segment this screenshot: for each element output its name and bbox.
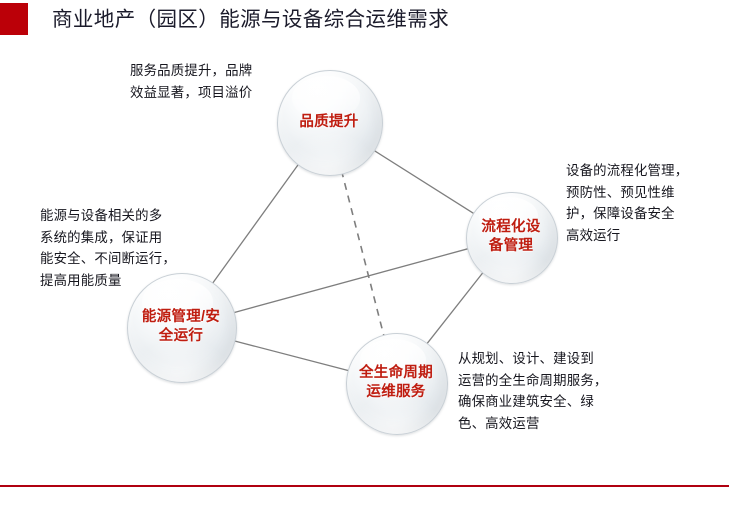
node-label: 流程化设 备管理 [481, 219, 541, 254]
title-accent-block [0, 3, 28, 35]
diagram-link-quality-process [370, 148, 475, 215]
node-label: 品质提升 [299, 113, 359, 130]
diagram-link-quality-lifecycle [340, 170, 385, 337]
diagram-link-energy-lifecycle [231, 339, 350, 372]
diagram-node-process[interactable]: 流程化设 备管理 [466, 192, 558, 296]
diagram-node-quality[interactable]: 品质提升 [277, 70, 383, 190]
node-label: 全生命周期 运维服务 [359, 365, 433, 400]
process-callout: 设备的流程化管理， 预防性、预见性维 护，保障设备安全 高效运行 [566, 163, 689, 243]
energy-callout: 能源与设备相关的多 系统的集成，保证用 能安全、不间断运行， 提高用能质量 [40, 208, 176, 288]
quality-callout: 服务品质提升，品牌 效益显著，项目溢价 [130, 63, 253, 100]
diagram-link-energy-process [230, 247, 470, 314]
diagram-link-lifecycle-process [425, 270, 485, 346]
diagram-node-lifecycle[interactable]: 全生命周期 运维服务 [346, 333, 448, 448]
lifecycle-callout: 从规划、设计、建设到 运营的全生命周期服务， 确保商业建筑安全、绿 色、高效运营 [458, 351, 608, 431]
diagram-link-quality-energy [210, 162, 301, 286]
node-label: 能源管理/安 全运行 [141, 309, 221, 344]
page-title: 商业地产（园区）能源与设备综合运维需求 [52, 8, 450, 31]
footer-divider [0, 485, 729, 487]
slide-header: 商业地产（园区）能源与设备综合运维需求 [0, 0, 729, 44]
